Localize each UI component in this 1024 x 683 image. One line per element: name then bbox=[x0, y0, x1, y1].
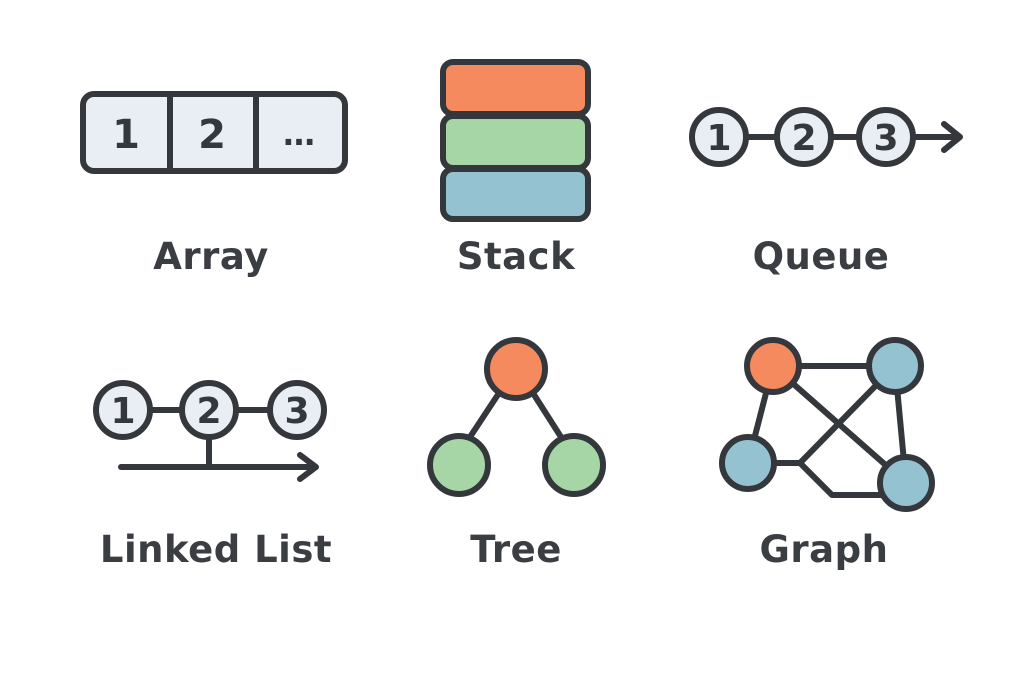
queue-node-label: 3 bbox=[873, 118, 898, 159]
array-icon: 1 2 … bbox=[80, 91, 348, 174]
graph-label: Graph bbox=[759, 528, 889, 571]
array-frame bbox=[80, 91, 348, 174]
tree-edge bbox=[467, 388, 504, 439]
tree-label: Tree bbox=[470, 528, 562, 571]
linked-list-node bbox=[179, 380, 239, 440]
graph-node bbox=[719, 434, 777, 492]
queue-node bbox=[689, 107, 749, 167]
stack-label: Stack bbox=[456, 235, 576, 278]
array-cell-3: … bbox=[283, 115, 315, 153]
graph-icon bbox=[719, 337, 935, 512]
tree-icon bbox=[427, 337, 606, 497]
linked-list-arrow-head bbox=[297, 452, 319, 482]
linked-list-node-label: 3 bbox=[284, 391, 309, 432]
graph-node bbox=[877, 454, 935, 512]
queue-node bbox=[856, 107, 916, 167]
queue-node bbox=[774, 107, 834, 167]
linked-list-node-label: 1 bbox=[110, 391, 135, 432]
linked-list-node-label: 2 bbox=[196, 391, 221, 432]
linked-list-label: Linked List bbox=[99, 528, 333, 571]
graph-node bbox=[744, 337, 802, 395]
stack-layer-bottom bbox=[440, 166, 591, 222]
linked-list-icon: 1 2 3 bbox=[93, 380, 327, 482]
tree-right-node bbox=[542, 433, 606, 497]
graph-node bbox=[866, 337, 924, 395]
queue-icon: 1 2 3 bbox=[689, 107, 963, 167]
stack-layer-top bbox=[440, 59, 591, 117]
queue-arrow-head bbox=[941, 121, 963, 153]
stack-layer-middle bbox=[440, 113, 591, 171]
tree-root-node bbox=[484, 337, 548, 401]
array-cell-2: 2 bbox=[198, 112, 226, 158]
queue-label: Queue bbox=[752, 235, 890, 278]
stack-icon bbox=[440, 59, 591, 222]
tree-left-node bbox=[427, 433, 491, 497]
array-label: Array bbox=[153, 235, 269, 278]
array-cell-1: 1 bbox=[112, 112, 140, 158]
linked-list-node bbox=[267, 380, 327, 440]
queue-node-label: 1 bbox=[706, 118, 731, 159]
queue-node-label: 2 bbox=[791, 118, 816, 159]
tree-edge bbox=[528, 388, 564, 439]
linked-list-node bbox=[93, 380, 153, 440]
